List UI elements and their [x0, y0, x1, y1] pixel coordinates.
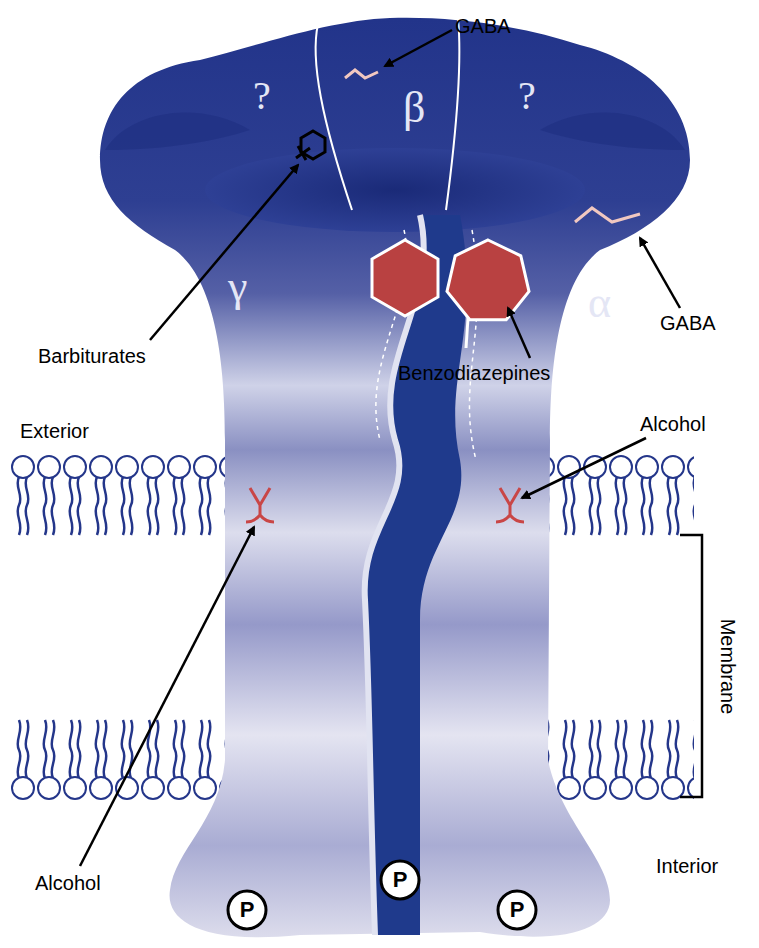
molecule-label: GABA — [660, 312, 716, 335]
art-part — [372, 240, 438, 316]
alcohol-molecule — [496, 488, 524, 522]
art-part — [10, 455, 230, 537]
art-part — [80, 527, 254, 866]
art-part — [447, 240, 529, 320]
receptor-bowl — [205, 148, 585, 232]
art-part — [150, 165, 298, 340]
benzodiazepine-molecule — [372, 240, 529, 348]
subunit-label: β — [403, 83, 425, 134]
molecule-label: GABA — [455, 15, 511, 38]
art-part — [385, 30, 452, 66]
alcohol-molecule — [246, 488, 274, 522]
ion-channel — [365, 215, 467, 935]
gaba-molecule — [345, 70, 378, 78]
lobe-shading — [105, 113, 685, 150]
molecule-label: Benzodiazepines — [398, 362, 550, 385]
art-part — [522, 438, 646, 498]
membrane-label: Membrane — [716, 618, 739, 714]
subunit-label: ? — [518, 73, 536, 119]
art-part — [640, 238, 680, 308]
gaba-molecule — [575, 208, 640, 222]
channel-edge — [365, 215, 424, 935]
region-label: Interior — [656, 855, 718, 878]
molecule-label: Barbiturates — [38, 345, 146, 368]
phosphate-label: P — [240, 897, 255, 923]
leader-arrow — [80, 30, 680, 866]
art-part — [296, 146, 310, 160]
art-part — [508, 308, 530, 358]
subunit-label: γ — [228, 262, 247, 313]
molecule-label: Alcohol — [35, 872, 101, 895]
art-part — [544, 718, 694, 800]
phosphate-label: P — [510, 897, 525, 923]
subunit-label: α — [588, 278, 611, 329]
subunit-border — [316, 18, 460, 210]
phosphate-circle: P — [379, 859, 421, 901]
subunit-label: ? — [253, 73, 271, 119]
membrane-bracket — [680, 535, 702, 797]
molecule-label: Alcohol — [640, 413, 706, 436]
phosphate-circle: P — [226, 889, 268, 931]
receptor-body — [100, 18, 690, 938]
barbiturate-molecule — [296, 131, 325, 160]
phosphate-circle: P — [496, 889, 538, 931]
phosphate-label: P — [393, 867, 408, 893]
region-label: Exterior — [20, 420, 89, 443]
art-part — [466, 318, 468, 348]
art-part — [544, 455, 694, 537]
